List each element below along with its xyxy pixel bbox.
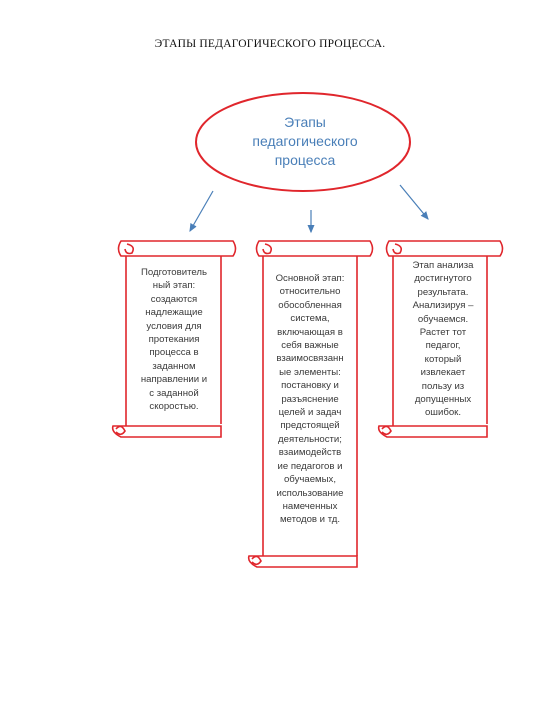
- stage-1-text: Подготовитель ный этап: создаются надлеж…: [140, 267, 208, 413]
- stage-2-text: Основной этап: относительно обособленная…: [275, 273, 345, 526]
- root-ellipse: [195, 92, 411, 192]
- scroll-stage-1: [111, 240, 237, 438]
- scroll-stage-2: [247, 240, 374, 568]
- root-label: Этапы педагогического процесса: [252, 114, 358, 168]
- scroll-stage-3: [377, 240, 504, 438]
- stage-3-text: Этап анализа достигнутого результата. Ан…: [412, 260, 474, 419]
- arrow-to-stage-1: [189, 190, 214, 233]
- arrow-to-stage-3: [399, 184, 429, 220]
- page-title: ЭТАПЫ ПЕДАГОГИЧЕСКОГО ПРОЦЕССА.: [154, 38, 386, 50]
